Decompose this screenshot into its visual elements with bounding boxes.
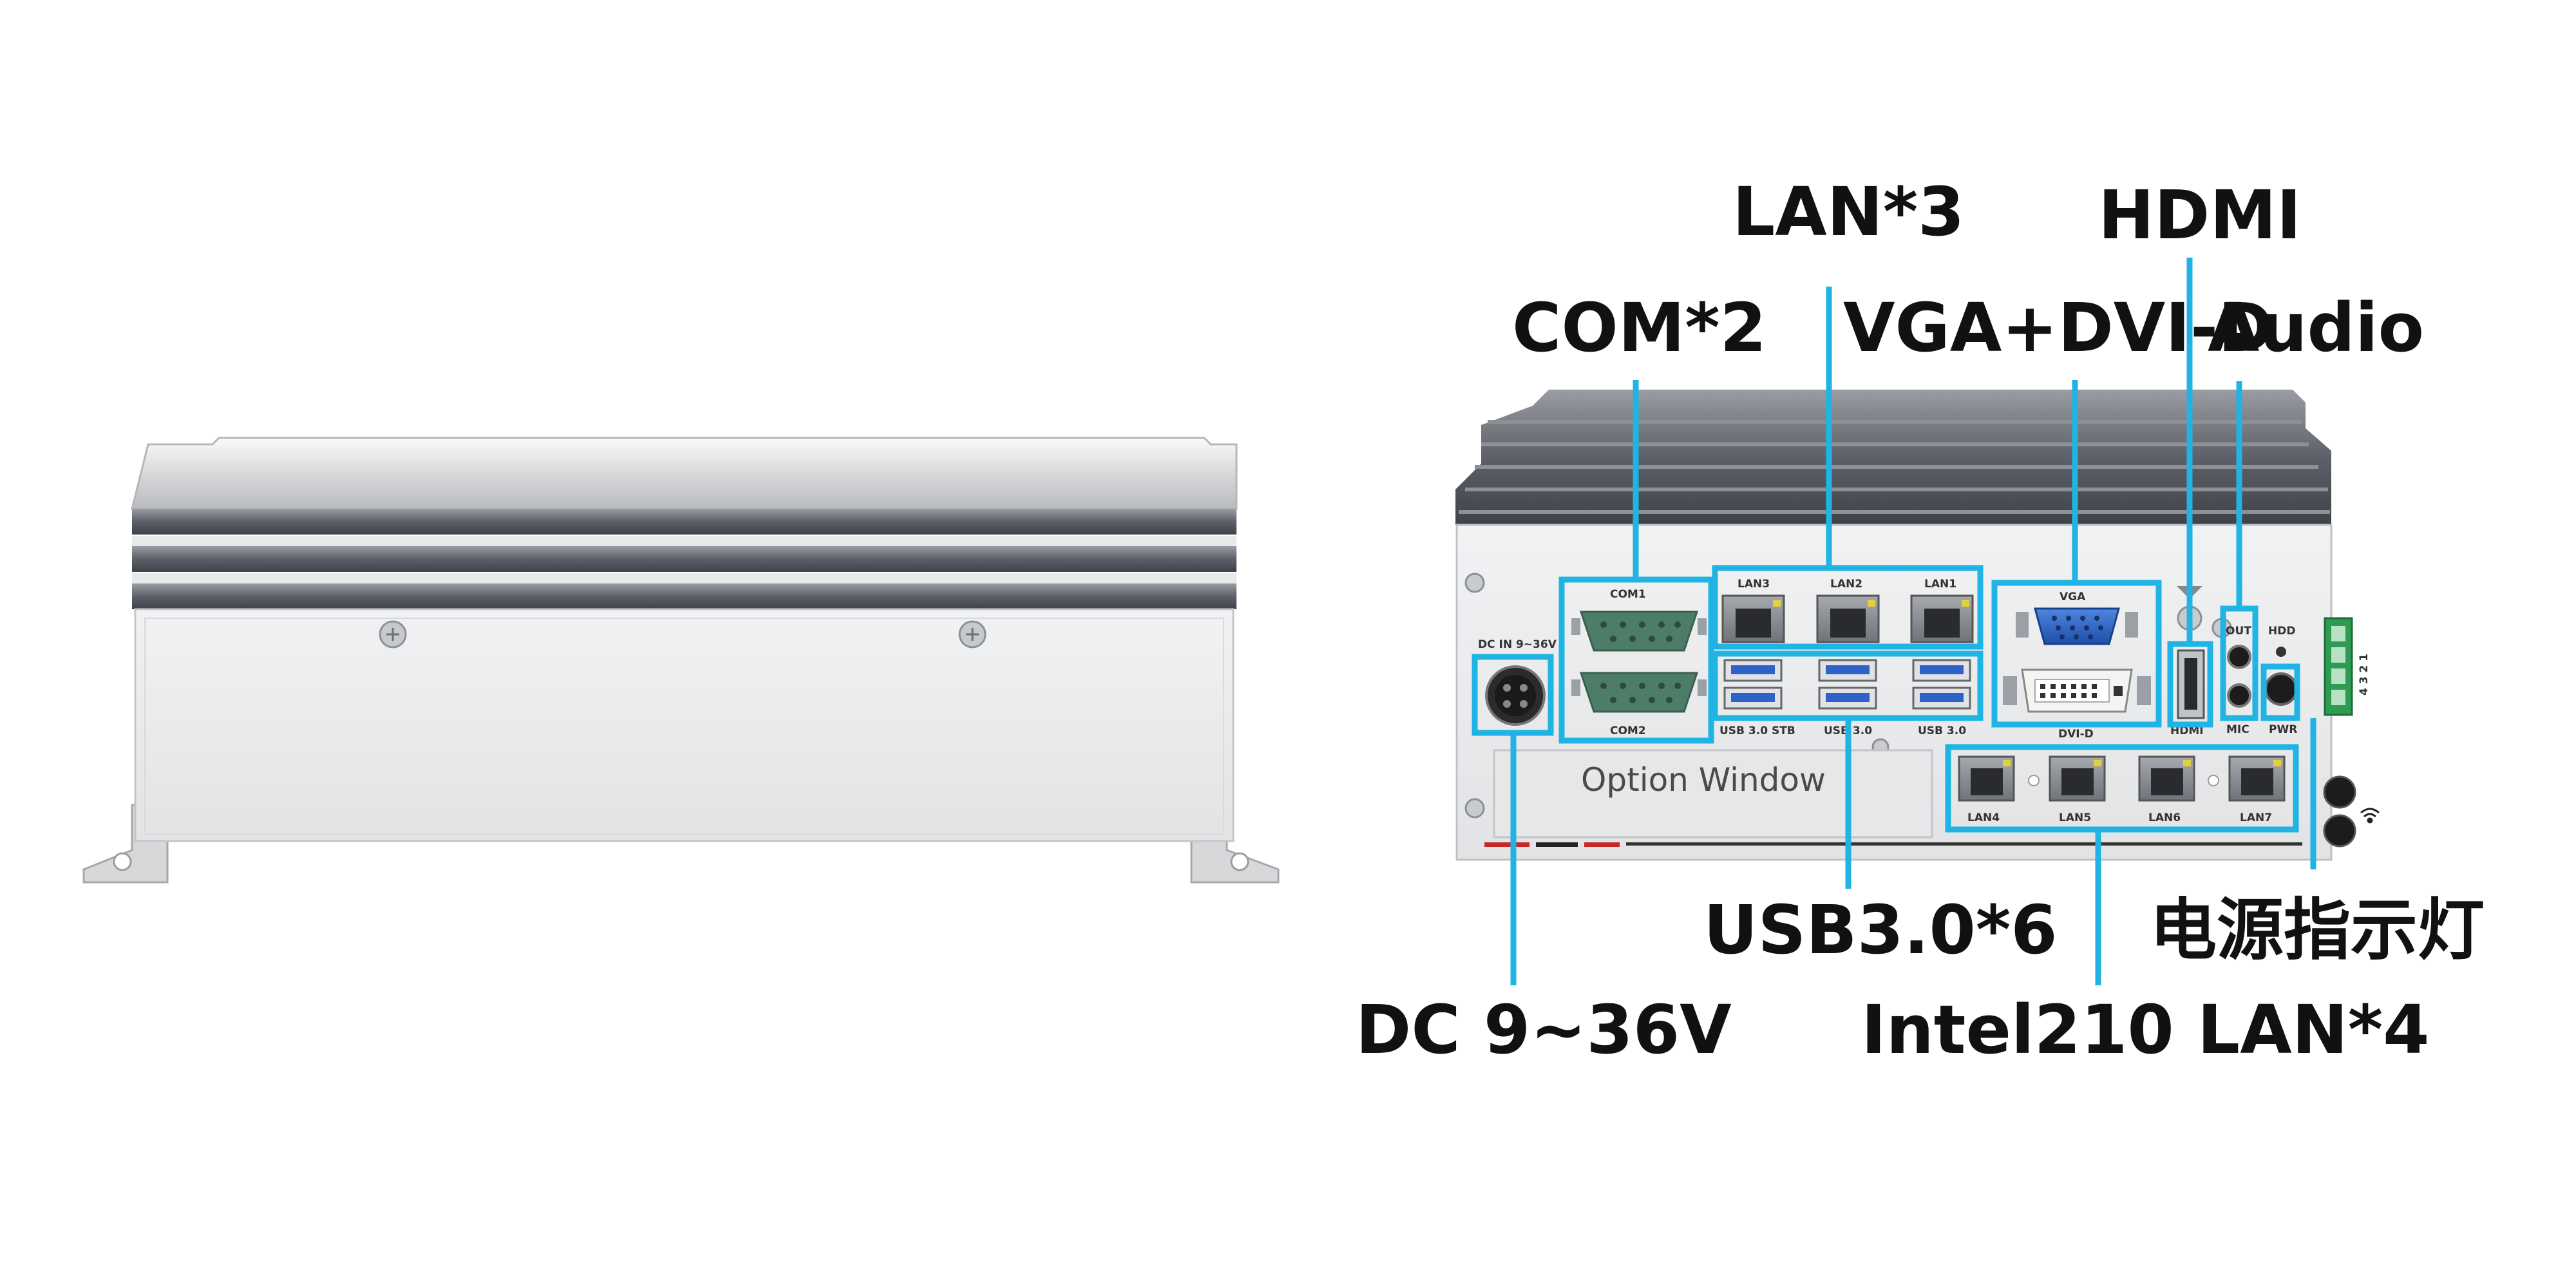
usb-stack-3	[1912, 659, 1971, 710]
callout-intel-lan: Intel210 LAN*4	[1861, 990, 2429, 1069]
com2-label: COM2	[1610, 724, 1646, 737]
terminal-label: 4 3 2 1	[2358, 654, 2371, 696]
dc-in-label: DC IN 9~36V	[1478, 638, 1557, 651]
side-view-chassis	[82, 437, 1280, 884]
callout-lines	[1472, 258, 2316, 985]
com-ports: COM1 COM2	[1571, 588, 1707, 737]
video-ports: VGA DVI-D	[2003, 591, 2151, 741]
lan5-label: LAN5	[2059, 811, 2091, 824]
antenna-connectors	[2323, 775, 2380, 848]
option-window: Option Window	[1493, 749, 1933, 838]
callout-labels: LAN*3 HDMI COM*2 VGA+DVI-D Audio USB3.0*…	[1356, 173, 2485, 1069]
usb-ports: USB 3.0 STB USB 3.0 USB 3.0	[1719, 659, 1971, 737]
screw-right	[958, 620, 987, 649]
usb-label-b: USB 3.0	[1918, 724, 1966, 737]
lan4-label: LAN4	[1967, 811, 2000, 824]
screw-left	[379, 620, 407, 649]
lan2-port	[1816, 594, 1880, 643]
audio-jacks: OUT MIC	[2226, 625, 2251, 736]
lan1-port	[1910, 594, 1974, 643]
callout-hdmi: HDMI	[2098, 176, 2302, 254]
hdmi-label: HDMI	[2170, 724, 2204, 737]
hdd-label: HDD	[2268, 625, 2295, 638]
power-button: PWR	[2264, 672, 2298, 736]
lan3-port	[1721, 594, 1785, 643]
com2-port	[1571, 672, 1707, 713]
usb-stack-1	[1723, 659, 1783, 710]
callout-usb: USB3.0*6	[1703, 891, 2058, 969]
intel-lan-highlight-box	[1945, 744, 2299, 833]
dvi-port	[2003, 668, 2151, 713]
lan6-label: LAN6	[2148, 811, 2181, 824]
power-led-highlight-box	[2260, 663, 2300, 721]
pwr-label: PWR	[2269, 723, 2297, 736]
hdd-indicator: HDD	[2268, 625, 2295, 657]
wifi-icon	[2360, 808, 2380, 824]
usb-stack-2	[1818, 659, 1877, 710]
lan-ports-bottom: LAN4 LAN5 LAN6 LAN7	[1958, 755, 2286, 824]
com1-label: COM1	[1610, 588, 1646, 601]
callout-lan3: LAN*3	[1732, 173, 1965, 251]
lan7-port	[2228, 755, 2286, 802]
lan4-port	[1958, 755, 2015, 802]
lan3-highlight-box	[1712, 565, 1984, 650]
callout-dc: DC 9~36V	[1356, 990, 1732, 1069]
callout-vga-dvi: VGA+DVI-D	[1843, 289, 2273, 367]
lan-ports-top: LAN3 LAN2 LAN1	[1721, 578, 1974, 643]
lan6-port	[2138, 755, 2195, 802]
lan1-label: LAN1	[1924, 578, 1956, 591]
callout-com2: COM*2	[1512, 289, 1766, 367]
hdmi-port: HDMI	[2170, 586, 2205, 737]
callout-audio: Audio	[2208, 289, 2424, 367]
lan3-label: LAN3	[1738, 578, 1770, 591]
dc-input-jack: DC IN 9~36V	[1478, 638, 1557, 726]
terminal-block: 4 3 2 1	[2324, 617, 2371, 716]
lan5-port	[2049, 755, 2106, 802]
callout-power-led: 电源指示灯	[2150, 891, 2485, 969]
lan2-label: LAN2	[1830, 578, 1862, 591]
audio-mic-label: MIC	[2226, 723, 2249, 736]
lan7-label: LAN7	[2240, 811, 2272, 824]
option-window-label: Option Window	[1581, 761, 1826, 799]
dvi-label: DVI-D	[2058, 728, 2094, 741]
audio-out-label: OUT	[2226, 625, 2251, 638]
vga-port	[2016, 607, 2138, 645]
com1-port	[1571, 611, 1707, 652]
usb-stb-label: USB 3.0 STB	[1719, 724, 1795, 737]
vga-label: VGA	[2060, 591, 2086, 603]
